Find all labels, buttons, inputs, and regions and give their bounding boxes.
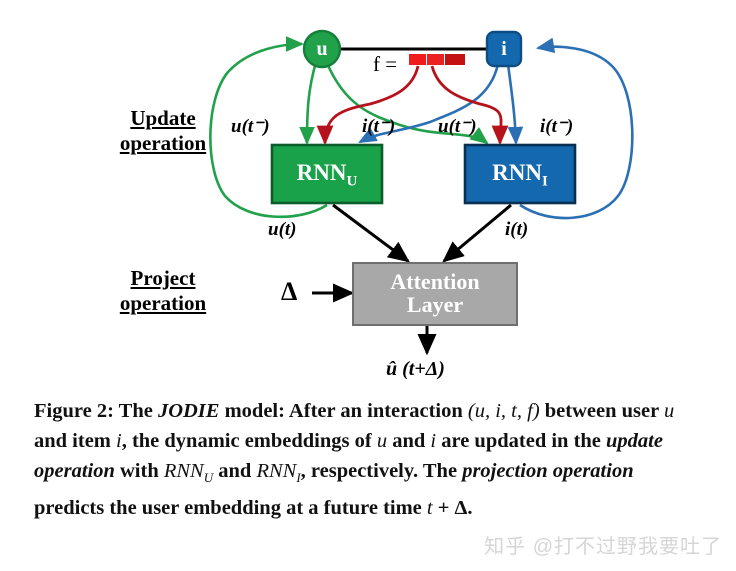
green-edges <box>209 36 489 219</box>
caption-text: Figure 2: The JODIE model: After an inte… <box>34 400 675 520</box>
feature-vector-bar <box>409 54 465 65</box>
rnn-i-subscript: I <box>542 173 548 190</box>
update-operation-label: Update operation <box>88 106 238 156</box>
attention-layer-line2: Layer <box>406 292 464 318</box>
feature-equation-label: f = <box>373 52 398 76</box>
rnn-i-label: RNNI <box>465 160 575 190</box>
rnn-u-base-label: RNN <box>296 160 347 185</box>
edge-label-i-prev-right: i(t⁻) <box>540 116 574 137</box>
rnn-i-box[interactable] <box>463 143 577 205</box>
attention-layer-box[interactable] <box>352 262 518 326</box>
user-node-label: u <box>316 38 328 60</box>
edge-label-u-prev-right: u(t⁻) <box>438 116 477 137</box>
predicted-embedding-label: û (t+Δ) <box>386 358 445 380</box>
blue-edges <box>358 37 634 220</box>
diagram-canvas <box>209 29 634 356</box>
edge-label-i-prev-left: i(t⁻) <box>362 116 396 137</box>
rnn-i-base-label: RNN <box>492 160 542 185</box>
attention-layer-label: Attention Layer <box>353 270 517 316</box>
edge-label-u-out: u(t) <box>268 219 297 240</box>
figure-caption: Figure 2: The JODIE model: After an inte… <box>34 396 706 523</box>
rnn-u-label: RNNU <box>272 160 382 190</box>
project-operation-line2: operation <box>119 291 207 315</box>
item-node[interactable] <box>485 30 523 68</box>
update-operation-line1: Update <box>130 106 196 130</box>
project-operation-label: Project operation <box>88 266 238 316</box>
item-node-label: i <box>501 38 507 60</box>
update-operation-line2: operation <box>119 131 207 155</box>
feature-edges <box>316 65 509 146</box>
delta-input-label: Δ <box>281 277 298 306</box>
user-node[interactable] <box>302 29 342 69</box>
edge-label-u-prev-left: u(t⁻) <box>231 116 270 137</box>
project-operation-line1: Project <box>130 266 196 290</box>
jodie-model-diagram: u i f = Update operation Project operati… <box>88 29 634 380</box>
projection-edges <box>312 203 512 356</box>
watermark-text: 知乎 @打不过野我要吐了 <box>484 536 722 558</box>
attention-layer-line1: Attention <box>390 269 480 294</box>
edge-label-i-out: i(t) <box>505 219 529 240</box>
rnn-u-box[interactable] <box>270 143 384 205</box>
rnn-u-subscript: U <box>346 173 358 190</box>
